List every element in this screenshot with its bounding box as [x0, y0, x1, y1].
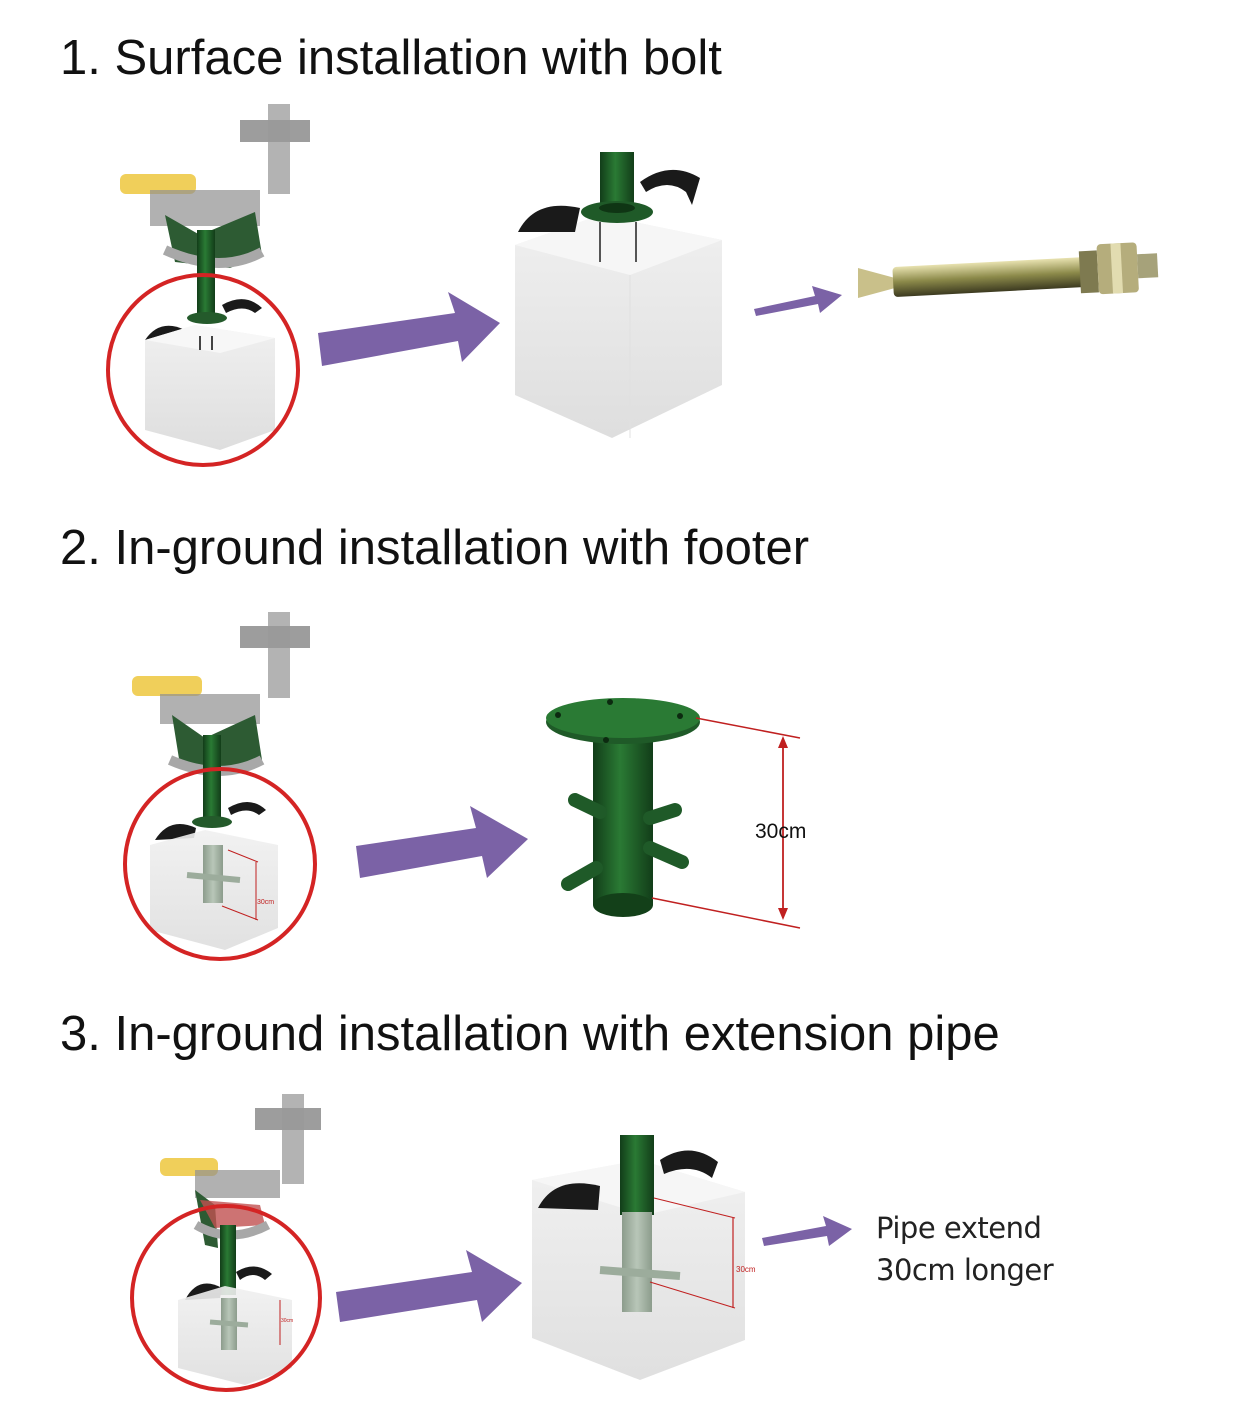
process-arrow-3b — [762, 1216, 852, 1246]
concrete-block-3: 30cm — [532, 1135, 756, 1380]
process-arrow-1a — [318, 292, 500, 366]
process-arrow-2 — [356, 806, 528, 878]
section-3-title: 3. In-ground installation with extension… — [60, 1007, 1000, 1061]
footer-pipe-icon — [546, 698, 801, 929]
extension-note-line-2: 30cm longer — [876, 1253, 1054, 1287]
extension-note: Pipe extend 30cm longer — [876, 1207, 1054, 1291]
extension-small-label: 30cm — [736, 1265, 756, 1274]
expansion-bolt-icon — [858, 242, 1159, 298]
equipment-thumbnail-2: 30cm — [132, 612, 310, 950]
extension-mini-label: 30cm — [281, 1318, 293, 1324]
highlight-circle-2 — [123, 767, 317, 961]
highlight-circle-1 — [106, 273, 300, 467]
section-2-title: 2. In-ground installation with footer — [60, 521, 810, 575]
concrete-block-1 — [515, 152, 722, 438]
extension-note-line-1: Pipe extend — [876, 1211, 1042, 1245]
process-arrow-1b — [754, 286, 842, 316]
footer-small-label: 30cm — [257, 899, 274, 906]
footer-dimension-label: 30cm — [755, 820, 807, 843]
section-1-title: 1. Surface installation with bolt — [60, 31, 722, 85]
highlight-circle-3 — [130, 1204, 322, 1392]
process-arrow-3a — [336, 1250, 522, 1322]
equipment-thumbnail-1 — [120, 104, 310, 450]
